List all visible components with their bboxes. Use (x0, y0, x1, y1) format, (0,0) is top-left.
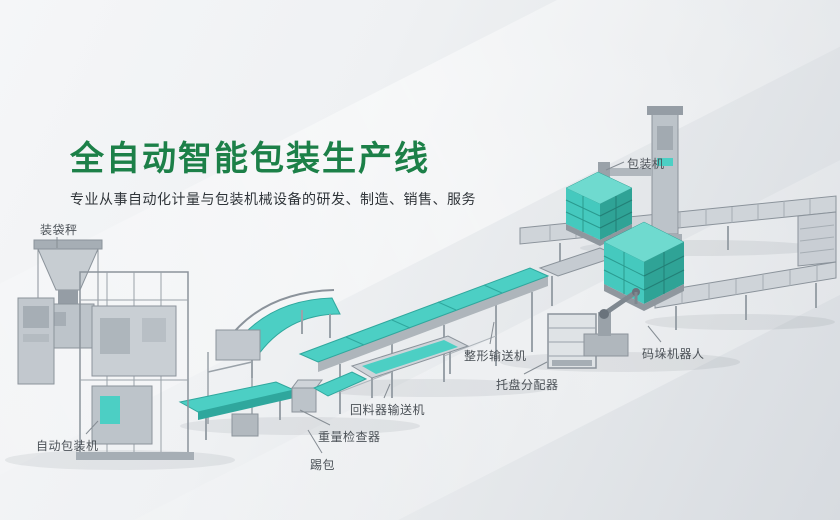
checkweigher-conveyor (178, 381, 296, 440)
palletizing-robot-arm (583, 288, 640, 357)
page-subtitle: 专业从事自动化计量与包装机械设备的研发、制造、销售、服务 (70, 191, 476, 207)
label-weight-checker: 重量检查器 (318, 430, 381, 444)
label-leader-lines (56, 161, 662, 454)
roller-conveyor-connector (797, 211, 837, 267)
auto-packing-machine-structure (76, 271, 194, 460)
label-bagging-scale: 装袋秤 (40, 223, 78, 237)
bag-stack-upper (565, 171, 633, 246)
label-pallet-dispenser: 托盘分配器 (496, 378, 559, 392)
return-feeder-conveyor (350, 335, 470, 398)
label-packing-machine: 包装机 (627, 157, 665, 171)
bag-stack-lower (603, 221, 685, 311)
label-palletizing-robot: 码垛机器人 (642, 347, 705, 361)
label-auto-packing-machine: 自动包装机 (36, 439, 99, 453)
label-shaping-conveyor: 整形输送机 (464, 349, 527, 363)
label-return-feeder: 回料器输送机 (350, 403, 426, 417)
bag-kicker-unit (291, 371, 368, 413)
label-bag-kicker: 踢包 (310, 458, 336, 472)
page-title: 全自动智能包装生产线 (70, 140, 430, 178)
left-cabinet (17, 297, 55, 385)
support-frame (207, 329, 261, 424)
